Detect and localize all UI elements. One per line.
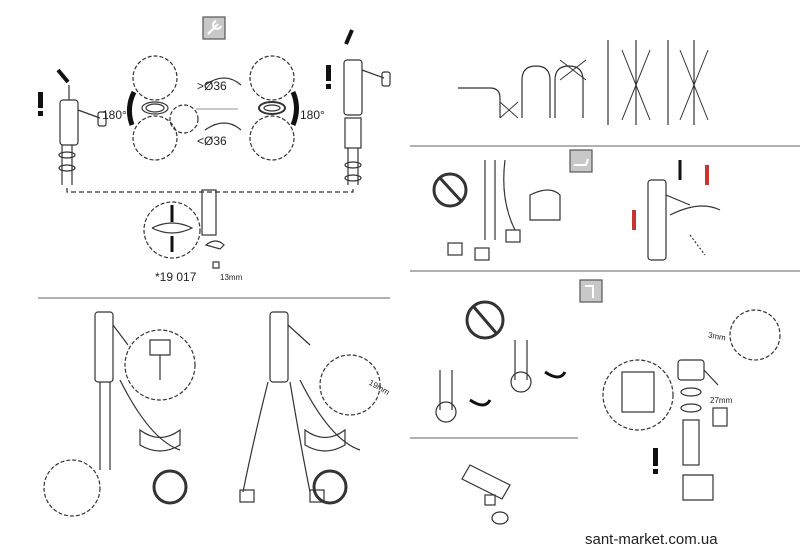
no-water-icon xyxy=(432,172,468,208)
no-shower-icon xyxy=(465,300,505,340)
pop-up-waste-detail xyxy=(143,189,225,269)
warning-icon-right xyxy=(326,65,331,89)
wrench-icon xyxy=(202,16,226,40)
diameter-less-label: <Ø36 xyxy=(197,134,227,148)
watermark: sant-market.com.ua xyxy=(585,531,718,548)
rotation-label-right: 180° xyxy=(300,108,325,122)
warning-icon-bottom xyxy=(653,448,658,474)
arrow-down-icon-right xyxy=(344,29,354,45)
faucet-icon-box xyxy=(569,149,593,173)
part-number-label: *19 017 xyxy=(155,270,197,284)
hex-key-icon-box xyxy=(579,279,603,303)
hose-options xyxy=(458,40,709,125)
thermometer-icons xyxy=(632,165,709,230)
faucet-left xyxy=(58,85,107,185)
detail-circles xyxy=(126,55,299,161)
faucet-bottom-1 xyxy=(43,311,196,517)
wrench-size-13-label: 13mm xyxy=(220,273,243,282)
aerator-detail xyxy=(461,464,511,525)
nut-size-label: 27mm xyxy=(710,396,733,405)
faucet-right xyxy=(343,59,391,185)
valves-turn xyxy=(435,340,567,423)
arrow-down-icon xyxy=(56,68,70,84)
angle-valves xyxy=(447,159,561,261)
faucet-temperature xyxy=(647,160,721,261)
rotation-label-left: 180° xyxy=(102,108,127,122)
warning-icon-left xyxy=(38,92,43,116)
diameter-greater-label: >Ø36 xyxy=(197,79,227,93)
cartridge-detail xyxy=(602,309,781,501)
faucet-bottom-2 xyxy=(239,311,381,505)
